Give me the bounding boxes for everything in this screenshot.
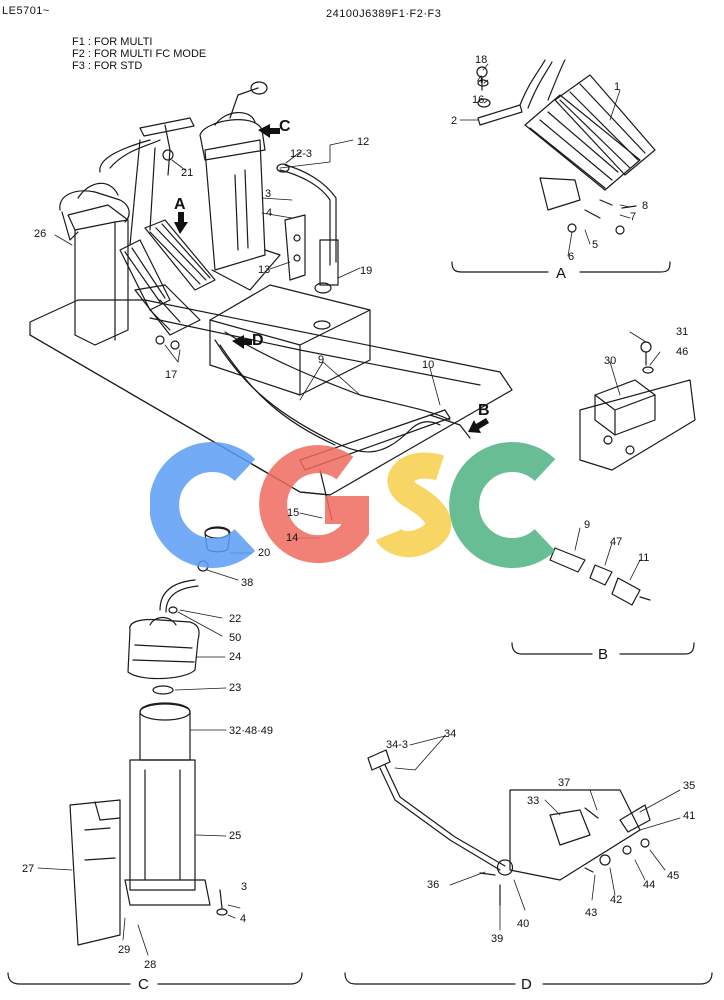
part-number: 33 xyxy=(527,795,540,807)
note-f3: F3 : FOR STD xyxy=(72,60,143,72)
part-number: 34 xyxy=(444,728,457,740)
part-number: 19 xyxy=(360,265,373,277)
part-number: 7 xyxy=(630,211,637,223)
doc-code-left: LE5701~ xyxy=(2,5,50,17)
part-number: 5 xyxy=(592,239,599,251)
part-number: 22 xyxy=(229,613,242,625)
callout-arrows xyxy=(174,124,489,433)
part-number: 1 xyxy=(614,81,621,93)
view-a-frame xyxy=(451,261,671,273)
part-number: 18 xyxy=(475,54,488,66)
part-number: 2 xyxy=(451,115,458,127)
left-pedals xyxy=(119,139,216,311)
part-number: 26 xyxy=(34,228,47,240)
part-number: 8 xyxy=(642,200,649,212)
callout-c: C xyxy=(279,118,291,135)
callout-d: D xyxy=(252,332,264,349)
callout-b: B xyxy=(478,402,490,419)
part-number: 27 xyxy=(22,863,35,875)
doc-code-right: 24100J6389F1·F2·F3 xyxy=(326,8,442,20)
part-number: 32·48·49 xyxy=(229,725,274,737)
part-number: 25 xyxy=(229,830,242,842)
part-number: 4 xyxy=(240,913,247,925)
part-number: 4 xyxy=(477,74,484,86)
part-number: 36 xyxy=(427,879,440,891)
part-number: 34-3 xyxy=(386,739,409,751)
part-number: 12 xyxy=(357,136,370,148)
module-30 xyxy=(579,341,696,471)
view-d-frame xyxy=(344,972,713,985)
part-number: 37 xyxy=(558,777,571,789)
callout-a: A xyxy=(174,196,186,213)
view-b-frame xyxy=(511,642,695,655)
part-number: 44 xyxy=(643,879,656,891)
cables xyxy=(214,331,451,453)
cover-box xyxy=(209,282,371,396)
part-number: 41 xyxy=(683,810,696,822)
part-number: 38 xyxy=(241,577,254,589)
part-number: 21 xyxy=(181,167,194,179)
part-number: 46 xyxy=(676,346,689,358)
part-number: 47 xyxy=(610,536,623,548)
part-number: 3 xyxy=(265,188,272,200)
part-number: 45 xyxy=(667,870,680,882)
note-f1: F1 : FOR MULTI xyxy=(72,36,153,48)
lever-21 xyxy=(139,117,195,176)
part-number: 13 xyxy=(258,264,271,276)
part-number: 35 xyxy=(683,780,696,792)
part-number: 3 xyxy=(241,881,248,893)
view-label-a: A xyxy=(556,265,567,282)
part-number: 24 xyxy=(229,651,242,663)
view-c-art xyxy=(124,526,231,916)
view-label-d: D xyxy=(521,976,532,993)
view-c-frame xyxy=(7,972,303,985)
leader-lines xyxy=(37,63,681,956)
part-number: 28 xyxy=(144,959,157,971)
part-number: 12-3 xyxy=(290,148,313,160)
part-number: 31 xyxy=(676,326,689,338)
part-number: 20 xyxy=(258,547,271,559)
part-number: 29 xyxy=(118,944,131,956)
part-number: 50 xyxy=(229,632,242,644)
part-number: 43 xyxy=(585,907,598,919)
parking-lever xyxy=(276,163,339,286)
part-number: 10 xyxy=(422,359,435,371)
part-number: 23 xyxy=(229,682,242,694)
part-number: 14 xyxy=(286,532,299,544)
part-number: 17 xyxy=(165,369,178,381)
pedal-stand xyxy=(59,139,161,346)
view-b-art xyxy=(549,547,651,606)
part-number: 4 xyxy=(266,207,273,219)
view-label-b: B xyxy=(598,646,609,663)
center-column xyxy=(199,81,281,291)
watermark-logo xyxy=(150,440,580,570)
view-d-art xyxy=(367,749,651,906)
part-number: 9 xyxy=(318,354,325,366)
control-valve xyxy=(134,284,201,350)
note-f2: F2 : FOR MULTI FC MODE xyxy=(72,48,207,60)
part-number: 11 xyxy=(638,552,650,564)
part-number: 42 xyxy=(610,894,623,906)
part-number: 40 xyxy=(517,918,530,930)
part-number: 15 xyxy=(287,507,300,519)
part-number: 6 xyxy=(568,251,575,263)
part-number: 16 xyxy=(472,94,485,106)
view-label-c: C xyxy=(138,976,149,993)
part-number: 9 xyxy=(584,519,591,531)
part-number: 30 xyxy=(604,355,617,367)
view-a-art xyxy=(476,59,656,235)
part-number: 39 xyxy=(491,933,504,945)
cover-27 xyxy=(69,799,121,946)
